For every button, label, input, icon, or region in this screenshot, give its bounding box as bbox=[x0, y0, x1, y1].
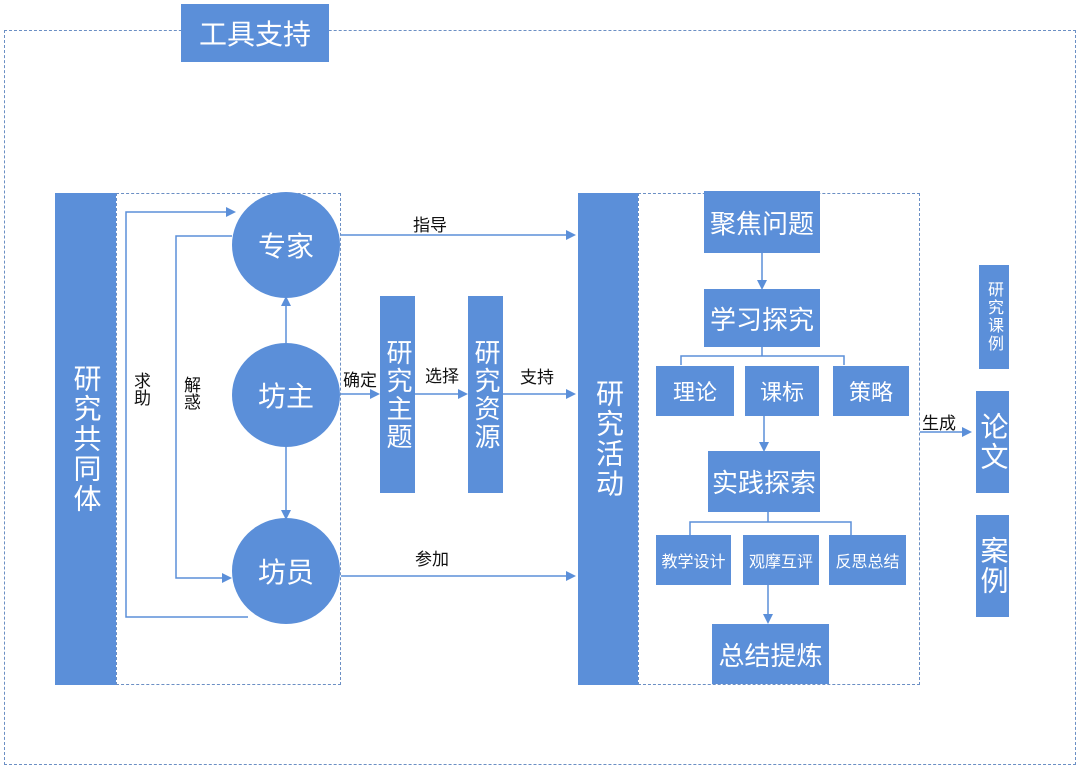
owner-node: 坊主 bbox=[232, 343, 340, 447]
step-observe-evaluate: 观摩互评 bbox=[743, 535, 819, 585]
step-standard: 课标 bbox=[745, 366, 819, 416]
select-label: 选择 bbox=[425, 367, 459, 387]
support-label: 支持 bbox=[520, 368, 554, 388]
step-learn-explore: 学习探究 bbox=[704, 289, 820, 347]
step-theory: 理论 bbox=[656, 366, 734, 416]
step-teaching-design: 教学设计 bbox=[656, 535, 731, 585]
tool-support-title: 工具支持 bbox=[181, 4, 329, 62]
step-summarize-refine: 总结提炼 bbox=[712, 624, 829, 684]
member-node: 坊员 bbox=[232, 518, 340, 624]
step-focus-problem: 聚焦问题 bbox=[704, 191, 820, 253]
generate-label: 生成 bbox=[922, 414, 956, 434]
step-reflect-summary: 反思总结 bbox=[829, 535, 906, 585]
answer-label: 解惑 bbox=[180, 376, 200, 410]
confirm-label: 确定 bbox=[343, 371, 377, 391]
outer-frame bbox=[4, 30, 1076, 765]
expert-node: 专家 bbox=[232, 192, 340, 298]
participate-label: 参加 bbox=[415, 550, 449, 570]
output-case: 案例 bbox=[976, 515, 1010, 617]
step-practice-explore: 实践探索 bbox=[708, 451, 820, 512]
research-topic-box: 研究主题 bbox=[380, 296, 415, 493]
output-paper: 论文 bbox=[976, 391, 1010, 493]
research-community-bar: 研究共同体 bbox=[55, 193, 116, 685]
guide-label: 指导 bbox=[413, 216, 447, 236]
help-label: 求助 bbox=[130, 372, 150, 406]
output-research-lesson: 研究课例 bbox=[979, 265, 1009, 369]
research-activity-bar: 研究活动 bbox=[578, 193, 638, 685]
community-frame bbox=[116, 193, 341, 685]
research-resource-box: 研究资源 bbox=[468, 296, 503, 493]
step-strategy: 策略 bbox=[833, 366, 909, 416]
